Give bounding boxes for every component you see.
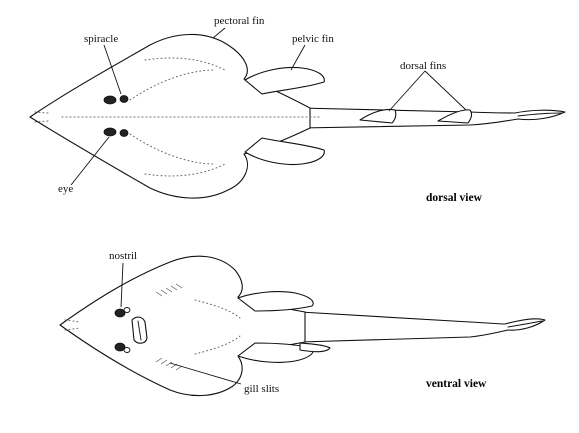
- dorsal-spiracle-top: [119, 95, 129, 103]
- ventral-gill-slits-bottom: [155, 357, 183, 371]
- title-ventral-view: ventral view: [426, 378, 487, 390]
- ventral-nostril-bottom: [114, 342, 126, 352]
- ventral-caudal-line: [507, 320, 543, 328]
- dorsal-stipple-upper: [129, 69, 216, 101]
- ventral-gill-slits-top: [155, 283, 183, 297]
- ventral-clasper: [299, 342, 331, 353]
- ventral-nostril-top: [114, 308, 126, 318]
- leader-pectoral-fin: [212, 27, 226, 39]
- dorsal-stipple-lower: [129, 133, 216, 165]
- dorsal-caudal-line: [517, 112, 563, 117]
- ventral-pelvic-fin-top: [237, 291, 314, 312]
- ventral-mouth-line: [137, 320, 142, 341]
- title-dorsal-view: dorsal view: [426, 192, 483, 204]
- dorsal-fin-first: [359, 108, 397, 124]
- dorsal-eye-bottom: [103, 127, 117, 137]
- dorsal-spiracle-bottom: [119, 129, 129, 137]
- ventral-tail: [299, 311, 546, 343]
- leader-dorsal-fin-2: [424, 70, 467, 111]
- ventral-nostril-flap-top: [123, 307, 131, 313]
- ventral-stipple-upper: [194, 299, 241, 319]
- leader-spiracle: [103, 44, 122, 95]
- leader-gill-slits: [169, 362, 242, 385]
- label-eye: eye: [58, 183, 73, 195]
- dorsal-disc: [29, 33, 311, 199]
- label-spiracle: spiracle: [84, 33, 118, 45]
- leader-nostril: [120, 262, 124, 308]
- dorsal-view: spiracle pectoral fin pelvic fin dorsal …: [29, 15, 566, 204]
- leader-pelvic-fin: [290, 44, 306, 71]
- ventral-disc: [59, 255, 306, 397]
- label-dorsal-fins: dorsal fins: [400, 60, 446, 72]
- dorsal-pelvic-fin-top: [244, 66, 325, 95]
- label-pectoral-fin: pectoral fin: [214, 15, 265, 27]
- ventral-nostril-flap-bottom: [123, 347, 131, 353]
- dorsal-eye-top: [103, 95, 117, 105]
- ventral-view: nostril gill slits ventral view: [59, 250, 546, 397]
- label-pelvic-fin: pelvic fin: [292, 33, 334, 45]
- label-nostril: nostril: [109, 250, 137, 262]
- dorsal-tail: [299, 107, 566, 129]
- ventral-pelvic-fin-bottom: [237, 342, 314, 363]
- leader-eye: [70, 136, 110, 186]
- ventral-snout-dots: [64, 319, 81, 331]
- dorsal-fin-second: [437, 109, 473, 124]
- label-gill-slits: gill slits: [244, 383, 279, 395]
- leader-dorsal-fin-1: [388, 70, 426, 112]
- dorsal-pelvic-fin-bottom: [244, 137, 325, 166]
- ventral-stipple-lower: [194, 335, 241, 355]
